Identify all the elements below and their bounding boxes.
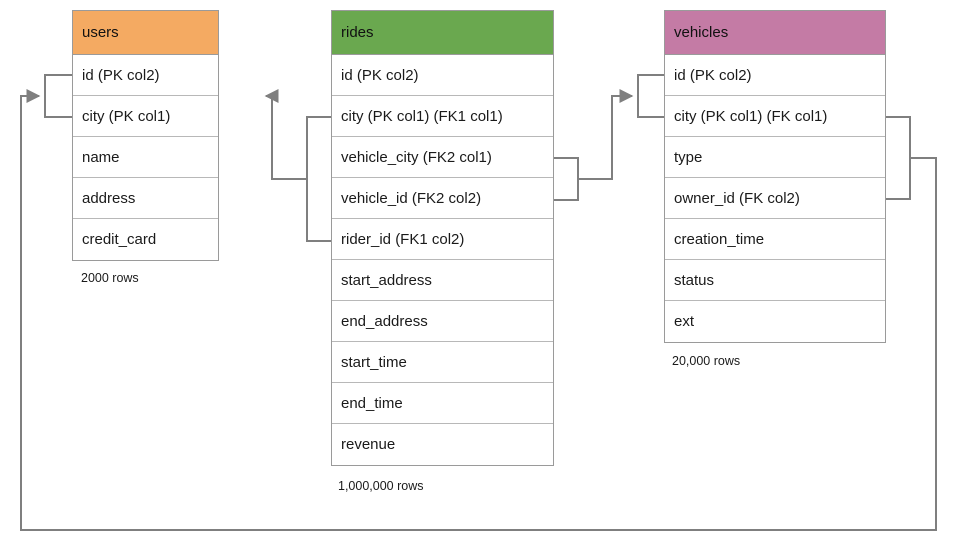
field-rides-vehicle-id[interactable]: vehicle_id (FK2 col2) xyxy=(332,178,553,219)
field-label: credit_card xyxy=(82,231,157,248)
table-rides-title: rides xyxy=(341,24,374,41)
connector-rides-fk2-to-vehicles xyxy=(578,89,634,180)
field-label: id (PK col2) xyxy=(674,66,752,84)
field-label: vehicle_city (FK2 col1) xyxy=(341,148,492,166)
field-vehicles-city[interactable]: city (PK col1) (FK col1) xyxy=(665,96,885,137)
row-count-users: 2000 rows xyxy=(81,271,139,285)
connector-rides-fk1-bracket xyxy=(306,116,331,242)
field-vehicles-creation-time[interactable]: creation_time xyxy=(665,219,885,260)
field-label: id (PK col2) xyxy=(341,66,419,84)
field-label: owner_id (FK col2) xyxy=(674,189,800,207)
field-rides-end-time[interactable]: end_time xyxy=(332,383,553,424)
field-vehicles-type[interactable]: type xyxy=(665,137,885,178)
table-users-header: users xyxy=(73,11,218,55)
field-rides-revenue[interactable]: revenue xyxy=(332,424,553,465)
field-users-address[interactable]: address xyxy=(73,178,218,219)
field-rides-city[interactable]: city (PK col1) (FK1 col1) xyxy=(332,96,553,137)
table-users-title: users xyxy=(82,24,119,41)
connector-users-bracket xyxy=(44,74,72,118)
field-label: vehicle_id (FK2 col2) xyxy=(341,189,482,207)
field-users-city[interactable]: city (PK col1) xyxy=(73,96,218,137)
row-count-vehicles: 20,000 rows xyxy=(672,354,741,368)
field-label: address xyxy=(82,189,136,207)
field-rides-start-address[interactable]: start_address xyxy=(332,260,553,301)
field-label: rider_id (FK1 col2) xyxy=(341,230,465,248)
field-label: city (PK col1) (FK col1) xyxy=(674,107,828,125)
field-label: name xyxy=(82,148,120,166)
table-vehicles[interactable]: vehicles id (PK col2) city (PK col1) (FK… xyxy=(664,10,886,343)
field-vehicles-status[interactable]: status xyxy=(665,260,885,301)
field-label: end_time xyxy=(341,394,403,412)
connector-rides-fk1-to-users xyxy=(264,89,307,180)
table-vehicles-title: vehicles xyxy=(674,24,729,41)
field-users-name[interactable]: name xyxy=(73,137,218,178)
table-users[interactable]: users id (PK col2) city (PK col1) name a… xyxy=(72,10,219,261)
row-count-rides: 1,000,000 rows xyxy=(338,479,424,493)
field-label: id (PK col2) xyxy=(82,66,160,84)
table-rides-header: rides xyxy=(332,11,553,55)
field-label: end_address xyxy=(341,312,428,330)
table-vehicles-header: vehicles xyxy=(665,11,885,55)
field-label: city (PK col1) (FK1 col1) xyxy=(341,107,503,125)
field-label: start_address xyxy=(341,271,432,289)
field-label: ext xyxy=(674,313,695,330)
field-rides-vehicle-city[interactable]: vehicle_city (FK2 col1) xyxy=(332,137,553,178)
connector-vehicles-bracket xyxy=(637,74,664,118)
field-rides-id[interactable]: id (PK col2) xyxy=(332,55,553,96)
field-vehicles-ext[interactable]: ext xyxy=(665,301,885,342)
field-users-id[interactable]: id (PK col2) xyxy=(73,55,218,96)
field-label: type xyxy=(674,148,703,166)
field-label: creation_time xyxy=(674,230,765,248)
field-rides-start-time[interactable]: start_time xyxy=(332,342,553,383)
field-users-credit-card[interactable]: credit_card xyxy=(73,219,218,260)
field-label: city (PK col1) xyxy=(82,107,171,125)
field-vehicles-id[interactable]: id (PK col2) xyxy=(665,55,885,96)
field-rides-rider-id[interactable]: rider_id (FK1 col2) xyxy=(332,219,553,260)
field-vehicles-owner-id[interactable]: owner_id (FK col2) xyxy=(665,178,885,219)
field-label: start_time xyxy=(341,353,407,371)
table-rides[interactable]: rides id (PK col2) city (PK col1) (FK1 c… xyxy=(331,10,554,466)
field-label: status xyxy=(674,271,715,289)
connector-vehicles-fk-bracket xyxy=(886,116,911,200)
field-label: revenue xyxy=(341,436,396,453)
connector-rides-fk2-bracket xyxy=(554,157,579,201)
field-rides-end-address[interactable]: end_address xyxy=(332,301,553,342)
